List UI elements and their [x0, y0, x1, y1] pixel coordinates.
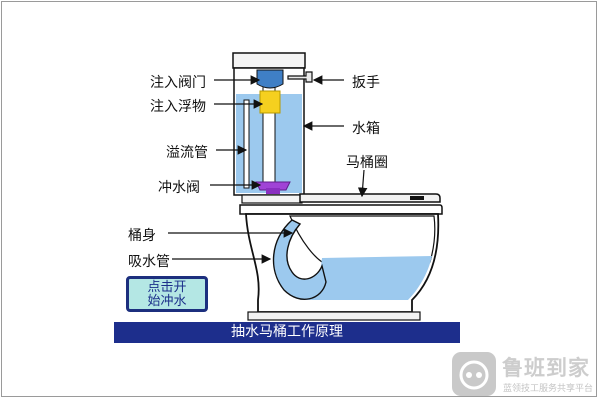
label-inlet-valve: 注入阀门 [150, 75, 206, 91]
watermark-title: 鲁班到家 [502, 356, 590, 380]
watermark-logo-icon [452, 352, 496, 396]
label-inlet-float: 注入浮物 [150, 99, 206, 115]
watermark: 鲁班到家 蓝领技工服务共享平台 [452, 350, 600, 400]
diagram-caption: 抽水马桶工作原理 [114, 322, 460, 343]
start-flush-button-line2: 始冲水 [147, 294, 187, 309]
label-seat-ring: 马桶圈 [346, 155, 388, 171]
label-handle: 扳手 [352, 75, 380, 91]
start-flush-button-line1: 点击开 [147, 280, 187, 295]
label-flush-valve: 冲水阀 [158, 180, 200, 196]
watermark-subtitle: 蓝领技工服务共享平台 [503, 384, 594, 394]
toilet-seat [239, 204, 443, 215]
siphon-trap [272, 219, 327, 300]
seat-ring [299, 193, 441, 203]
label-overflow-pipe: 溢流管 [166, 145, 208, 161]
start-flush-button[interactable]: 点击开 始冲水 [126, 276, 208, 312]
pointer-seat-ring [357, 169, 368, 198]
label-tank: 水箱 [352, 121, 380, 137]
overflow-pipe [243, 99, 250, 189]
float-icon [259, 90, 281, 114]
bowl-water [300, 256, 432, 300]
label-siphon-pipe: 吸水管 [128, 254, 170, 270]
label-bowl-body: 桶身 [128, 228, 156, 244]
toilet-base [247, 311, 421, 321]
inlet-valve-icon [256, 69, 284, 89]
tank-lid [232, 52, 306, 69]
handle-icon [287, 71, 313, 83]
